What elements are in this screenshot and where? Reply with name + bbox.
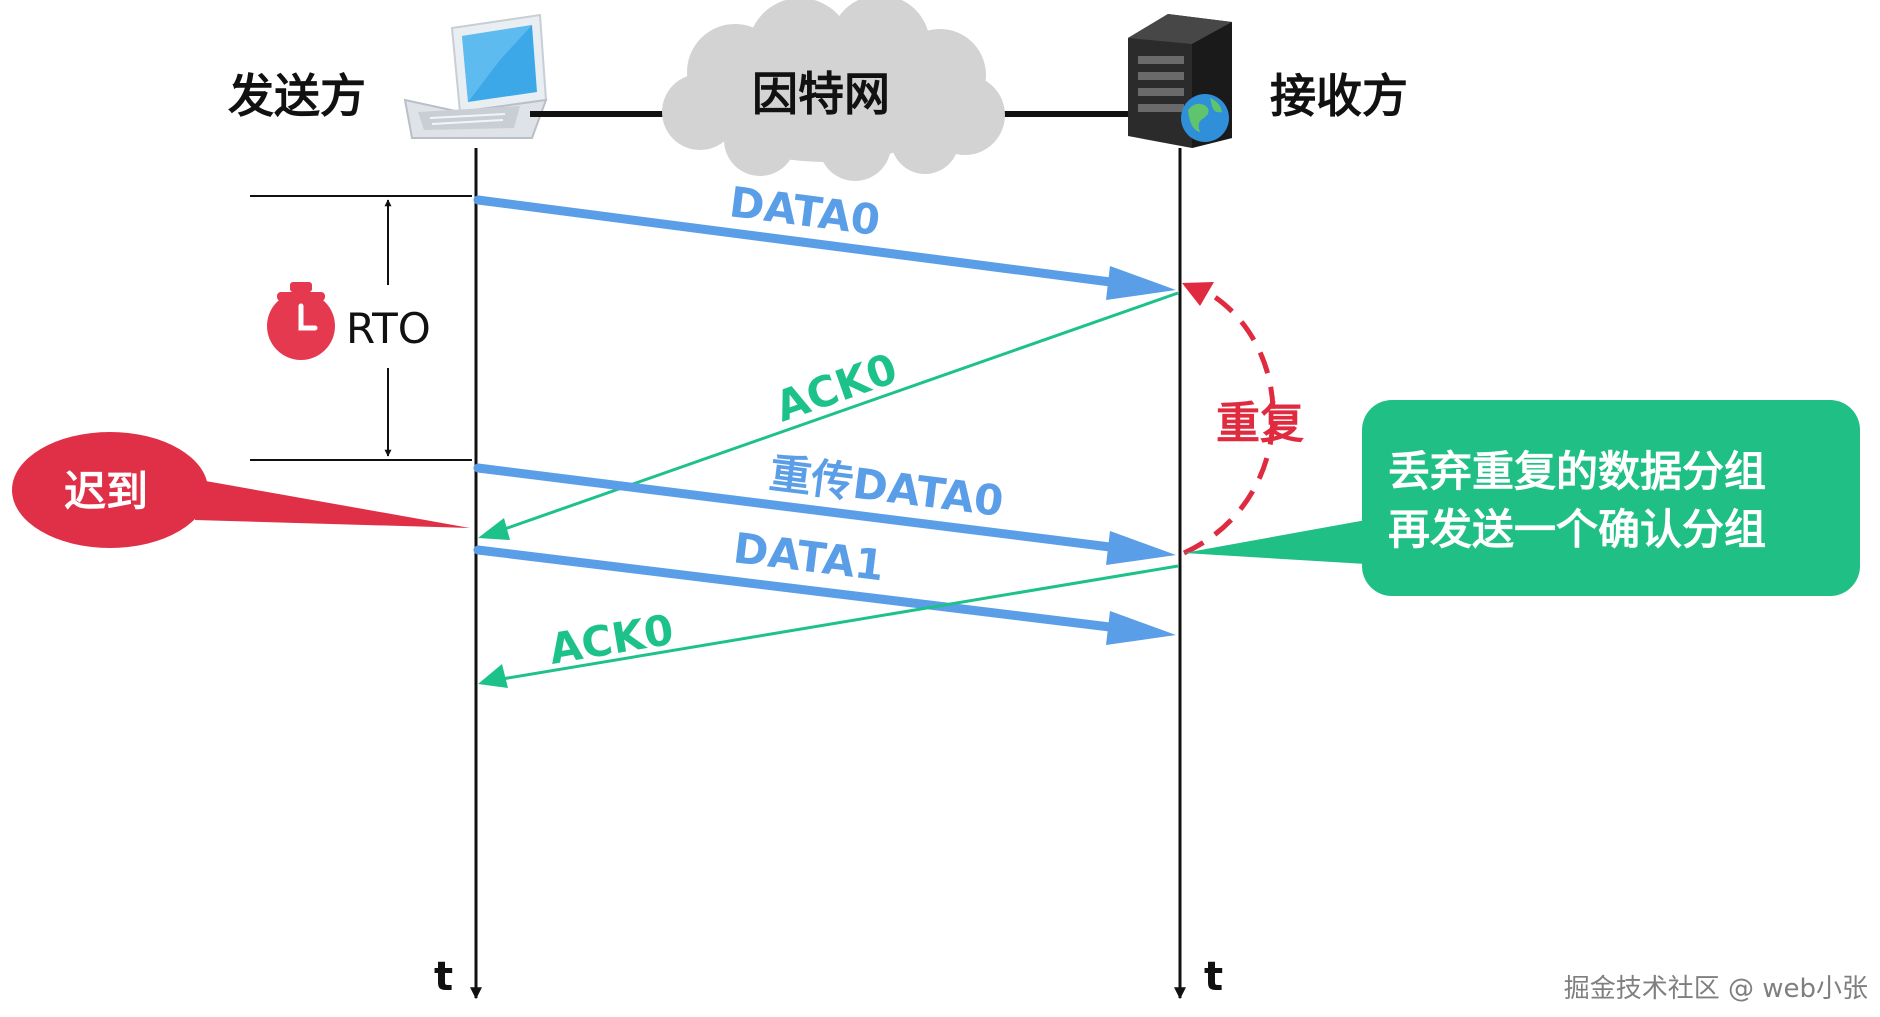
data0-arrow [473,195,1176,300]
ack0-first-arrow [478,291,1179,540]
sender: 发送方 [228,13,548,139]
data1-arrow [473,545,1176,645]
retransmit-arrow [473,463,1176,565]
rto-label: RTO [346,304,431,353]
ack0-second-arrow [478,564,1179,688]
note-line-1: 丢弃重复的数据分组 [1388,447,1766,496]
receiver: 接收方 [1128,14,1408,148]
duplicate-arc [1182,282,1276,556]
receiver-time-label: t [1204,954,1223,1000]
watermark: 掘金技术社区 @ web小张 [1563,974,1868,1004]
receiver-label: 接收方 [1270,69,1408,123]
network-label: 因特网 [752,67,890,121]
duplicate-label: 重复 [1216,398,1304,449]
rto-bracket [250,195,472,461]
late-label: 迟到 [64,467,148,516]
note-line-2: 再发送一个确认分组 [1388,505,1766,554]
ack0-first-label: ACK0 [769,344,903,432]
retransmit-label: 重传DATA0 [767,448,1006,526]
sender-label: 发送方 [228,69,366,123]
note-callout [1184,400,1860,596]
sender-time-label: t [434,954,453,1000]
server-icon [1128,14,1232,148]
ack0-second-label: ACK0 [546,605,677,674]
stopwatch-icon [267,282,335,360]
cloud-icon: 因特网 [662,0,1005,181]
laptop-icon [403,13,548,139]
late-callout [12,432,470,548]
